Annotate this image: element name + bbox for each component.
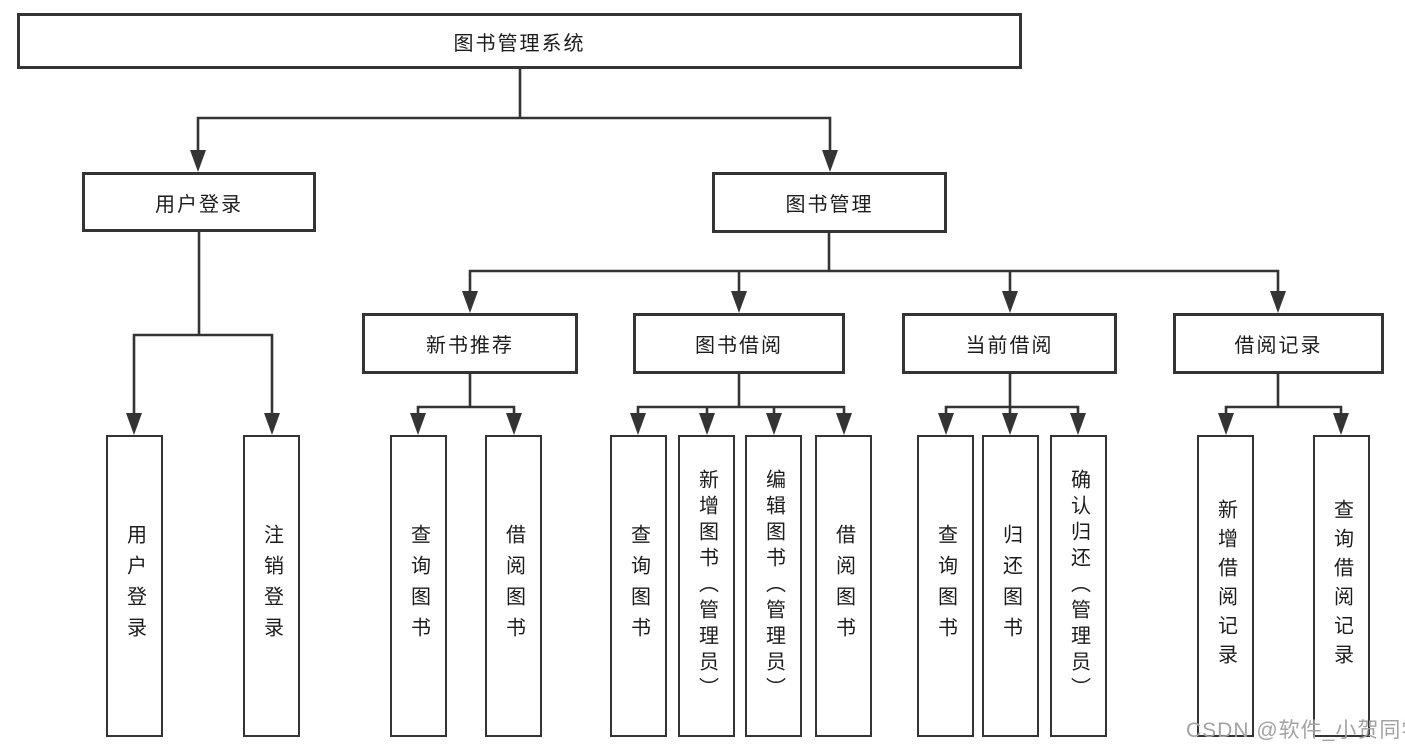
leaf-label: 新增借阅记录 bbox=[1214, 499, 1237, 673]
leaf-query-books-current: 查询图书 bbox=[917, 435, 974, 737]
leaf-query-borrow-record: 查询借阅记录 bbox=[1313, 435, 1370, 737]
leaf-logout-login: 注销登录 bbox=[243, 435, 300, 737]
arrowhead bbox=[938, 413, 954, 435]
leaf-label: 查询图书 bbox=[934, 524, 957, 648]
arrowhead bbox=[1070, 413, 1086, 435]
arrowhead bbox=[766, 413, 782, 435]
arrowhead bbox=[630, 413, 646, 435]
leaf-label: 注销登录 bbox=[260, 524, 283, 648]
leaf-label: 编辑图书（管理员） bbox=[762, 469, 785, 703]
node-label: 当前借阅 bbox=[965, 335, 1054, 357]
arrowhead bbox=[836, 413, 852, 435]
leaf-label: 借阅图书 bbox=[502, 524, 525, 648]
node-label: 图书管理系统 bbox=[453, 32, 586, 55]
leaf-label: 归还图书 bbox=[999, 524, 1022, 648]
node-library-management-system: 图书管理系统 bbox=[17, 13, 1022, 69]
leaf-label: 确认归还（管理员） bbox=[1067, 469, 1090, 703]
leaf-label: 新增图书（管理员） bbox=[695, 469, 718, 703]
arrowhead bbox=[699, 413, 715, 435]
leaf-query-books-borrowing: 查询图书 bbox=[610, 435, 667, 737]
node-book-borrowing: 图书借阅 bbox=[633, 313, 845, 374]
node-user-login: 用户登录 bbox=[82, 172, 316, 232]
leaf-label: 查询图书 bbox=[627, 524, 650, 648]
node-label: 借阅记录 bbox=[1234, 335, 1323, 357]
leaf-edit-books-admin: 编辑图书（管理员） bbox=[745, 435, 802, 737]
leaf-query-books-recommend: 查询图书 bbox=[390, 435, 447, 737]
arrowhead bbox=[190, 150, 206, 172]
arrowhead bbox=[1218, 413, 1234, 435]
leaf-add-borrow-record: 新增借阅记录 bbox=[1197, 435, 1254, 737]
node-label: 用户登录 bbox=[155, 193, 243, 216]
arrowhead bbox=[126, 413, 142, 435]
node-label: 图书管理 bbox=[785, 194, 874, 216]
arrowhead bbox=[1270, 291, 1286, 313]
watermark-text: CSDN @软件_小贺同学 bbox=[1186, 719, 1405, 742]
leaf-label: 用户登录 bbox=[123, 524, 146, 648]
node-label: 新书推荐 bbox=[426, 335, 514, 357]
arrowhead bbox=[264, 413, 280, 435]
leaf-label: 借阅图书 bbox=[832, 524, 855, 648]
leaf-borrow-books-recommend: 借阅图书 bbox=[485, 435, 542, 737]
node-current-borrowing: 当前借阅 bbox=[902, 313, 1117, 374]
arrowhead bbox=[731, 291, 747, 313]
leaf-return-books: 归还图书 bbox=[982, 435, 1039, 737]
arrowhead bbox=[822, 150, 838, 172]
node-borrowing-records: 借阅记录 bbox=[1173, 313, 1384, 374]
arrowhead bbox=[506, 413, 522, 435]
arrowhead bbox=[1002, 413, 1018, 435]
leaf-add-books-admin: 新增图书（管理员） bbox=[678, 435, 735, 737]
leaf-borrow-books-borrowing: 借阅图书 bbox=[815, 435, 872, 737]
leaf-label: 查询借阅记录 bbox=[1330, 499, 1353, 673]
leaf-label: 查询图书 bbox=[407, 524, 430, 648]
arrowhead bbox=[462, 291, 478, 313]
leaf-confirm-return-admin: 确认归还（管理员） bbox=[1050, 435, 1107, 737]
node-book-management: 图书管理 bbox=[712, 172, 947, 233]
arrowhead bbox=[410, 413, 426, 435]
arrowhead bbox=[1002, 291, 1018, 313]
node-label: 图书借阅 bbox=[695, 335, 783, 357]
node-new-book-recommend: 新书推荐 bbox=[362, 313, 578, 374]
leaf-user-login: 用户登录 bbox=[106, 435, 163, 737]
arrowhead bbox=[1333, 413, 1349, 435]
